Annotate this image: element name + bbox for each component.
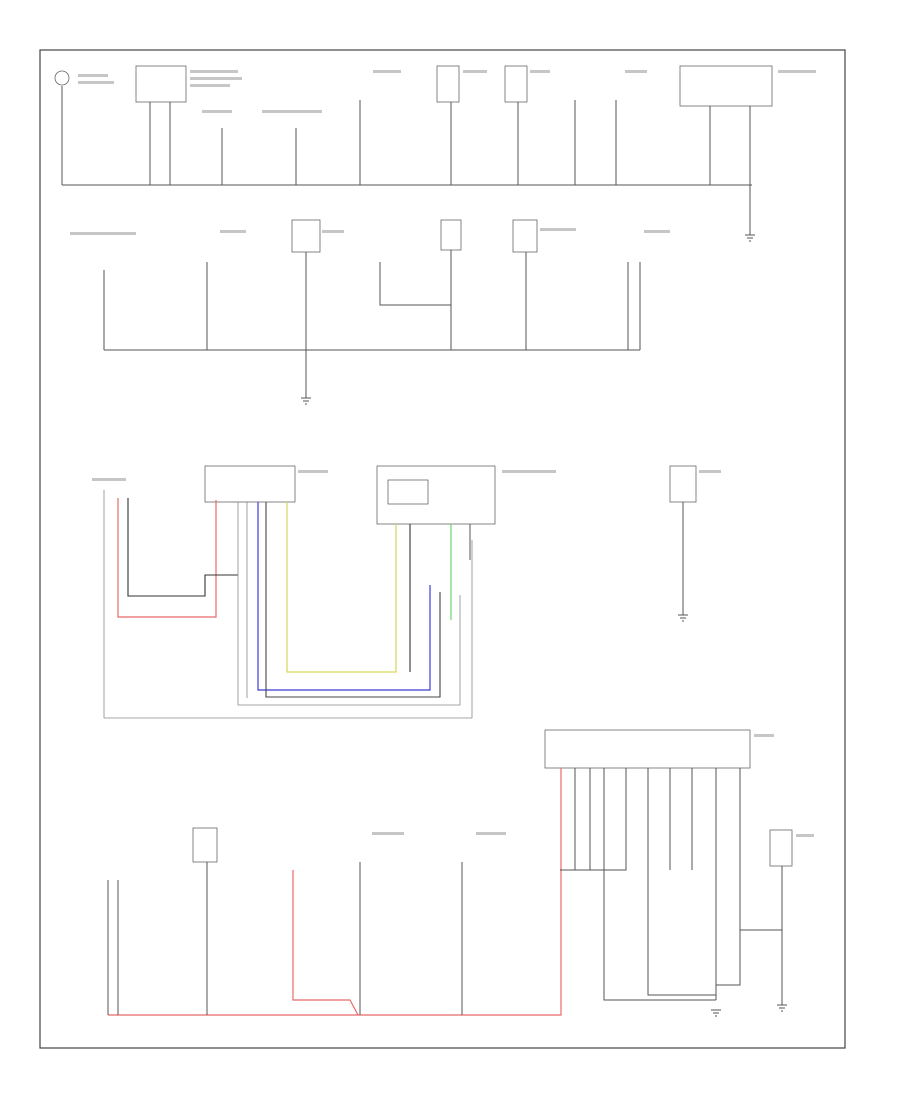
label-text <box>625 70 647 73</box>
ground-symbol <box>711 1009 721 1017</box>
ground-symbol <box>745 234 755 242</box>
label-text <box>463 70 487 73</box>
wire-dark <box>127 498 238 597</box>
label-text <box>754 734 774 737</box>
wire <box>379 262 451 306</box>
component-labels <box>70 70 816 837</box>
label-text <box>262 110 322 113</box>
label-text <box>644 230 670 233</box>
component-box <box>204 465 296 503</box>
component-box <box>436 65 460 103</box>
wire <box>560 768 627 871</box>
section-top-ground-bus <box>54 65 773 242</box>
component-box <box>387 479 429 505</box>
label-text <box>190 70 238 73</box>
label-text <box>322 230 344 233</box>
section-bottom-ground-bus <box>107 729 793 1017</box>
label-text <box>78 81 114 84</box>
component-box <box>769 829 793 867</box>
wire-yellow <box>286 502 397 673</box>
wire <box>716 768 741 986</box>
label-text <box>220 230 246 233</box>
component-box <box>440 219 462 251</box>
label-text <box>778 70 816 73</box>
component-box <box>512 219 538 253</box>
ground-symbol <box>777 1004 787 1012</box>
component-box <box>291 219 321 253</box>
wire-dark <box>265 502 441 698</box>
wire <box>561 768 576 871</box>
label-text <box>373 70 401 73</box>
label-text <box>530 70 550 73</box>
component-box <box>544 729 751 769</box>
label-text <box>202 110 232 113</box>
section-second-ground-bus <box>103 219 641 405</box>
wire-red <box>108 768 562 1016</box>
wire <box>237 502 461 706</box>
component-box <box>192 827 218 863</box>
label-text <box>70 232 136 235</box>
label-text <box>190 84 230 87</box>
label-text <box>78 74 108 77</box>
label-text <box>540 228 576 231</box>
wire <box>603 768 716 1001</box>
label-text <box>298 470 328 473</box>
label-text <box>190 77 242 80</box>
label-text <box>699 470 721 473</box>
wire-blue <box>257 502 431 691</box>
indicator-lamp-symbol <box>54 70 70 86</box>
wire-red <box>117 498 217 618</box>
component-box <box>135 65 187 103</box>
component-box <box>669 465 697 503</box>
wire <box>647 768 716 996</box>
label-text <box>92 478 126 481</box>
ground-symbol <box>678 614 688 622</box>
wire-red <box>292 870 359 1016</box>
wire <box>103 490 473 719</box>
ground-symbol <box>301 397 311 405</box>
label-text <box>372 832 404 835</box>
diagram-frame <box>39 49 846 1049</box>
component-box <box>679 65 773 107</box>
label-text <box>796 834 814 837</box>
section-signal-wiring <box>103 465 697 719</box>
label-text <box>502 470 556 473</box>
label-text <box>476 832 506 835</box>
component-box <box>504 65 528 103</box>
